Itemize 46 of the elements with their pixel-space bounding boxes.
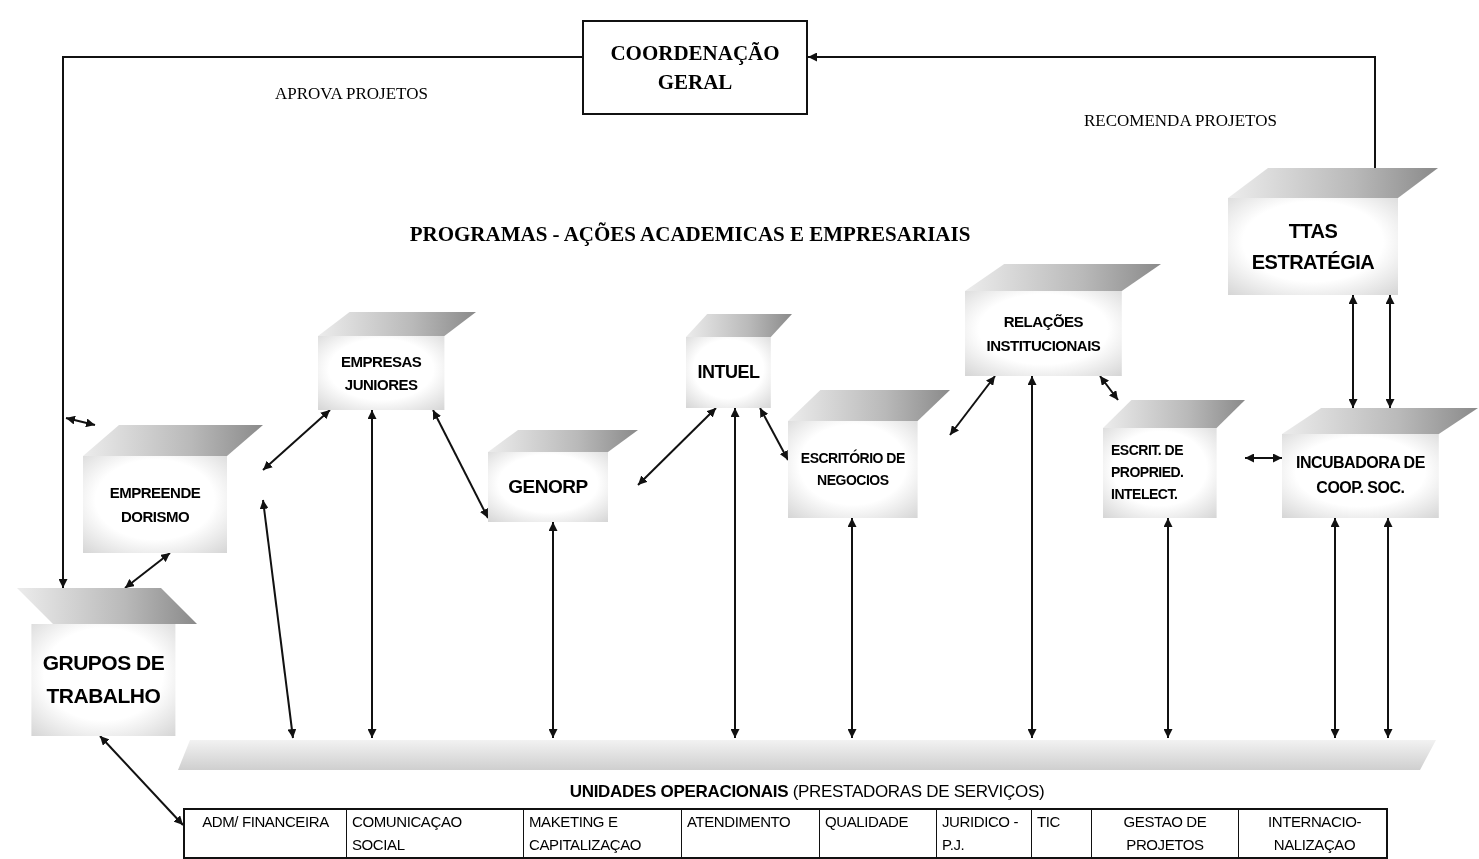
node-label: RELAÇÕES INSTITUCIONAIS	[985, 312, 1102, 356]
table-cell: ADM/ FINANCEIRA	[185, 810, 347, 857]
arrow	[1385, 294, 1395, 409]
arrow	[1099, 375, 1119, 401]
node-label: INTUEL	[697, 360, 760, 384]
node-label: TTAS ESTRATÉGIA	[1250, 218, 1376, 275]
arrow	[262, 409, 331, 471]
diagram-title: PROGRAMAS - AÇÕES ACADEMICAS E EMPRESARIAIS	[408, 222, 972, 247]
node-label: ESCRIT. DE PROPRIED. INTELECT.	[1111, 441, 1185, 504]
arrow	[1330, 517, 1340, 739]
arrow	[949, 375, 996, 436]
services-table	[183, 808, 1388, 859]
table-cell: QUALIDADE	[820, 810, 937, 857]
arrow	[1163, 517, 1173, 739]
arrow	[124, 552, 171, 589]
arrow	[1027, 375, 1037, 739]
arrow	[367, 409, 377, 739]
table-cell: TIC	[1032, 810, 1092, 857]
table-cell: JURIDICO - P.J.	[937, 810, 1032, 857]
arrow	[730, 407, 740, 739]
section-heading: UNIDADES OPERACIONAIS (PRESTADORAS DE SERVIÇOS)	[569, 782, 1045, 801]
table-cell: COMUNICAÇAO SOCIAL	[347, 810, 524, 857]
table-cell: ATENDIMENTO	[682, 810, 820, 857]
arrow	[637, 407, 717, 486]
table-cell-text: INTERNACIO- NALIZAÇAO	[1266, 812, 1363, 855]
table-cell: MAKETING E CAPITALIZAÇAO	[524, 810, 682, 857]
node-label: ESCRITÓRIO DE NEGOCIOS	[799, 448, 906, 490]
arrow	[432, 409, 489, 519]
arrow	[65, 415, 96, 428]
node-label: COORDENAÇÃO GERAL	[609, 40, 781, 96]
arrow	[1244, 453, 1283, 463]
arrow	[548, 521, 558, 739]
arrow	[58, 56, 583, 589]
table-cell: GESTAO DE PROJETOS	[1092, 810, 1239, 857]
arrow	[847, 517, 857, 739]
arrow	[1348, 294, 1358, 409]
node-label: GRUPOS DE TRABALHO	[41, 650, 166, 709]
node-label: INCUBADORA DE COOP. SOC.	[1294, 453, 1426, 498]
node-label: EMPRESAS JUNIORES	[340, 351, 423, 395]
arrow	[1383, 517, 1393, 739]
arrow	[759, 407, 789, 461]
arrow	[807, 52, 1376, 169]
arrow	[99, 735, 184, 826]
arrow	[259, 499, 297, 739]
node-label: GENORP	[508, 475, 588, 500]
node-label: EMPREENDE DORISMO	[108, 483, 202, 527]
